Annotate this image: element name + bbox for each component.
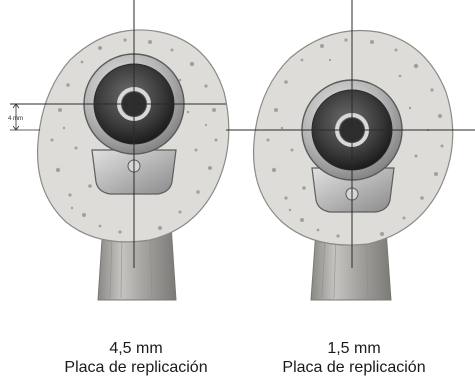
right-caption: 1,5 mm Placa de replicación [254,339,454,377]
offset-marker-label: 4 mm [8,116,23,122]
left-caption-size: 4,5 mm [36,339,236,358]
right-specimen [236,0,475,300]
left-specimen [10,0,229,300]
right-caption-label: Placa de replicación [254,358,454,377]
left-caption-label: Placa de replicación [36,358,236,377]
left-caption: 4,5 mm Placa de replicación [36,339,236,377]
right-caption-size: 1,5 mm [254,339,454,358]
